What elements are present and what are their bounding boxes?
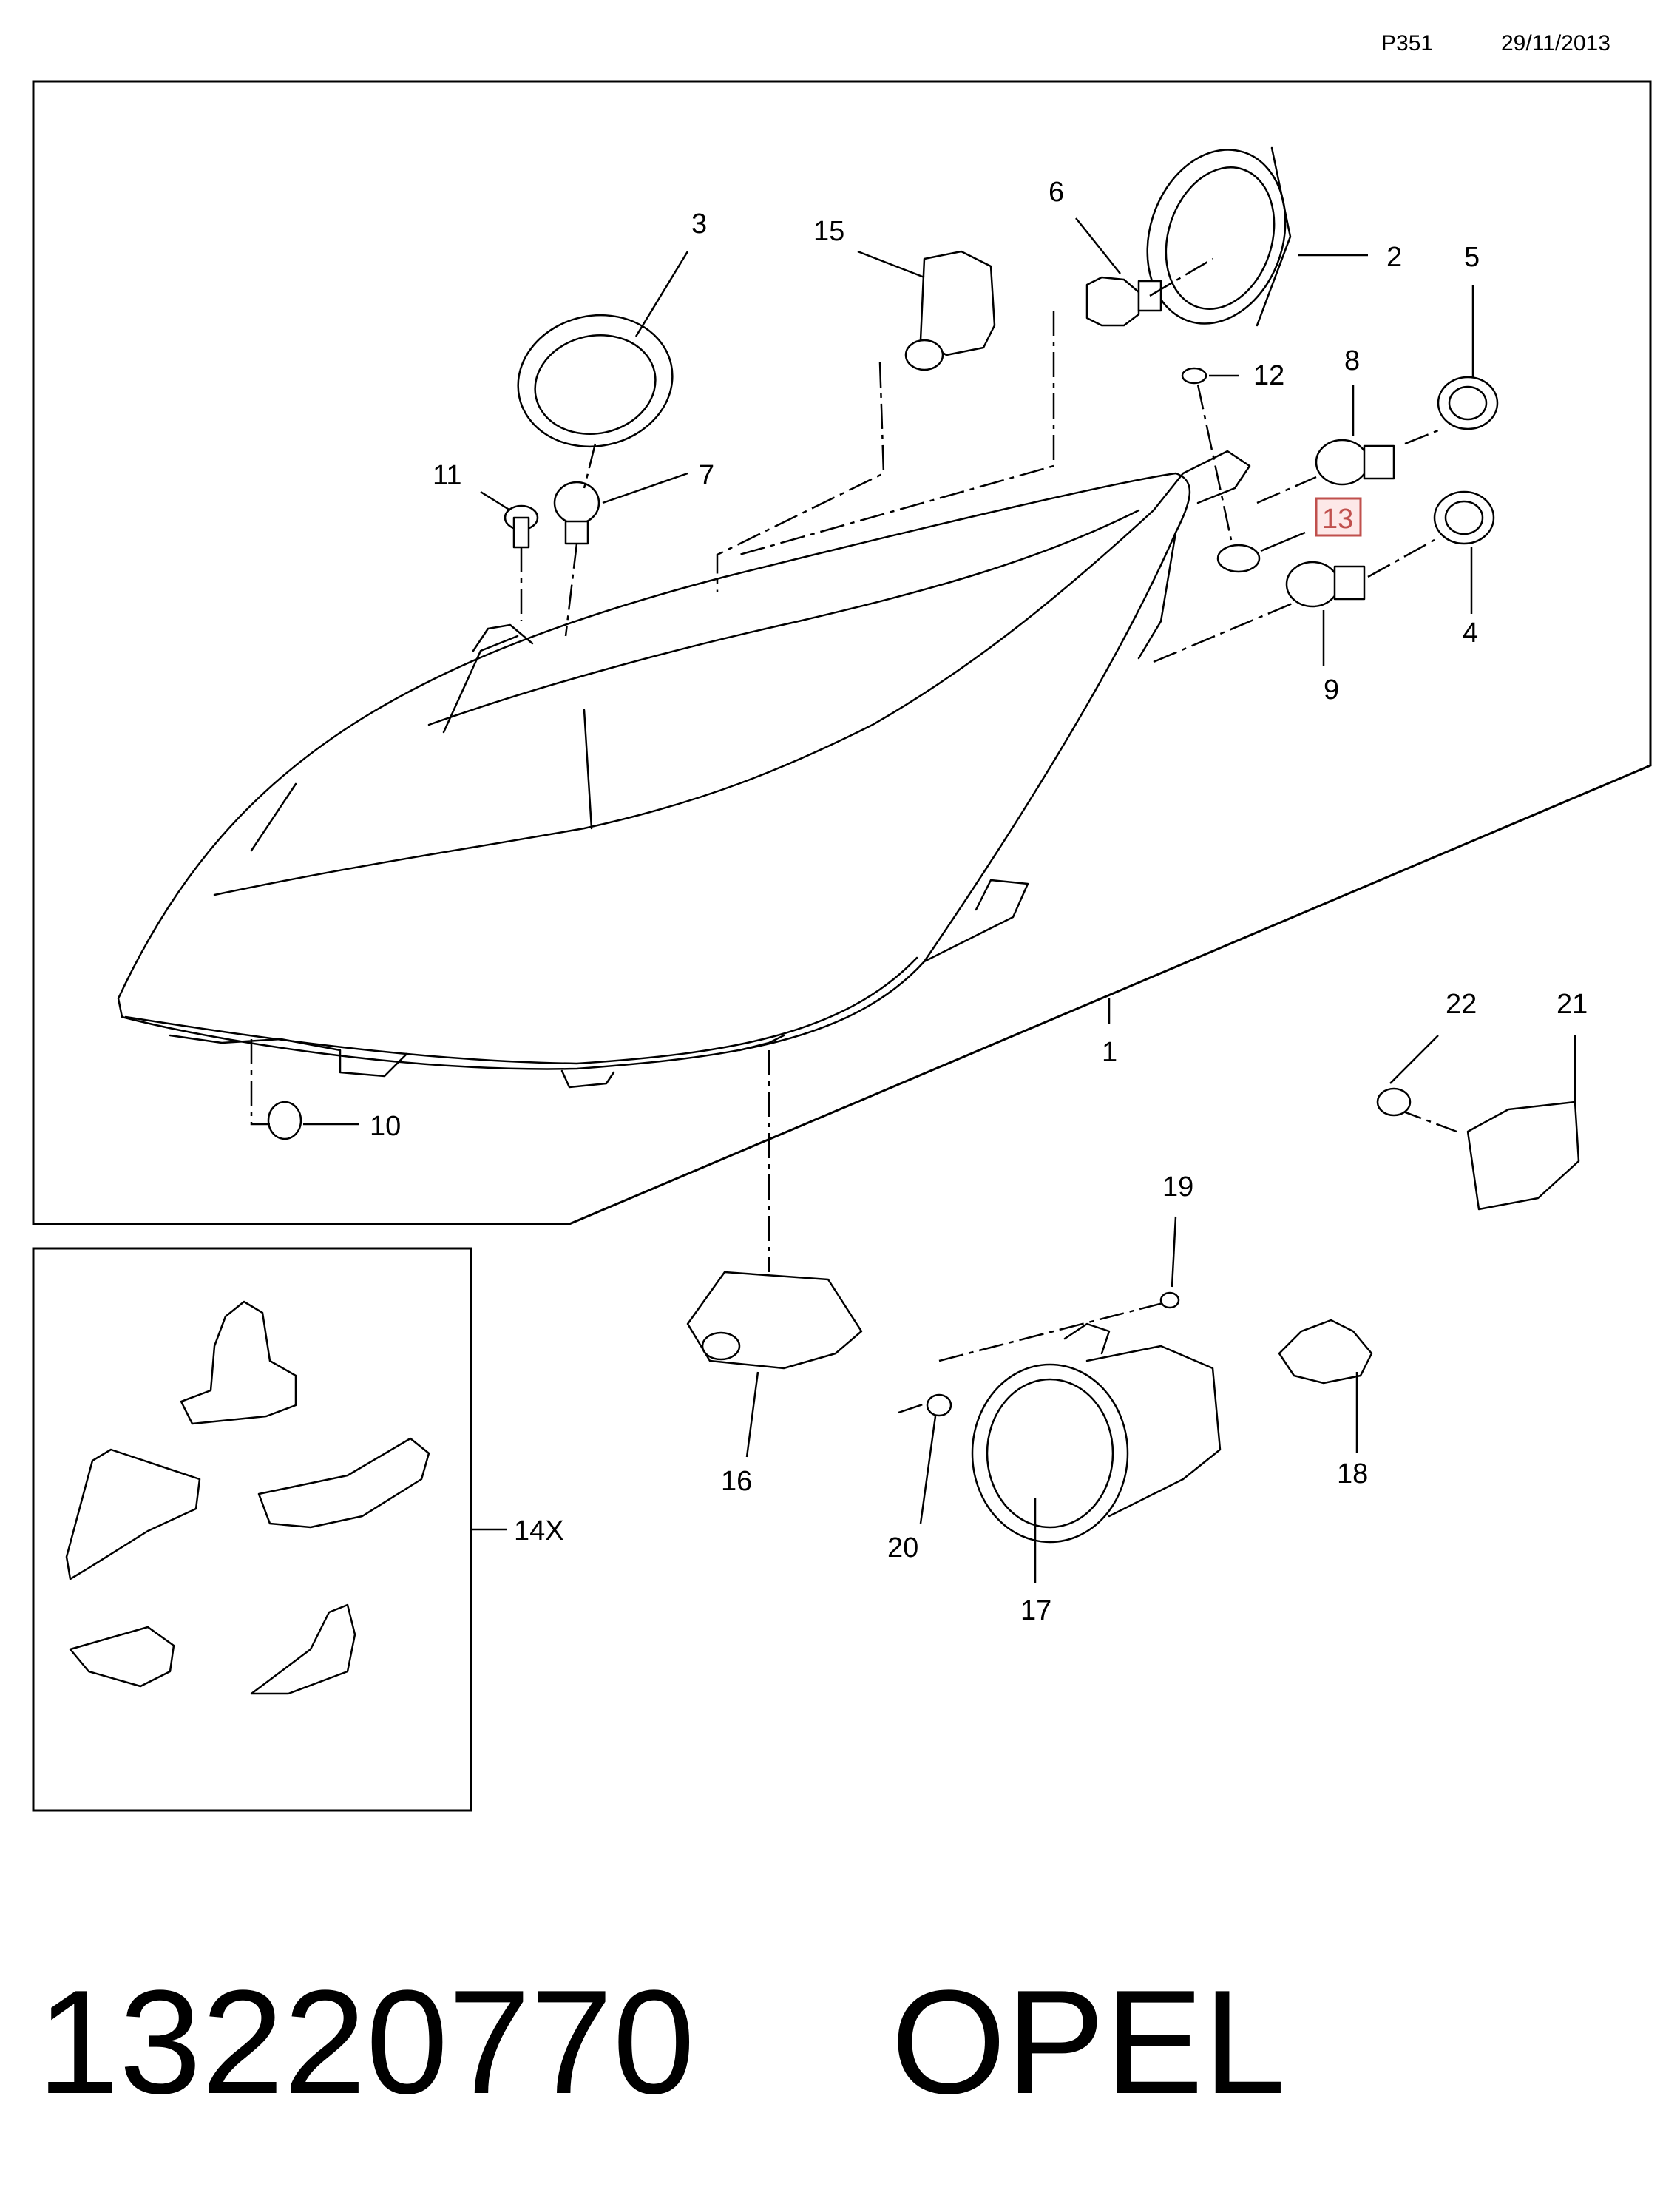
inset-frame [32,1247,472,1812]
bulb-7 [553,481,600,545]
callout-14: 14X [514,1515,564,1546]
callout-1: 1 [1102,1037,1117,1068]
callout-13: 13 [1322,504,1353,535]
callout-16: 16 [721,1466,752,1497]
callout-15: 15 [813,216,844,247]
fog-lamp-17 [971,1322,1222,1544]
headlamp-housing [117,450,1251,1089]
screw-19 [1159,1291,1180,1309]
bulb-9 [1285,561,1366,608]
side-marker-21 [1466,1100,1580,1211]
callout-19: 19 [1162,1172,1193,1203]
bulb-6 [1085,276,1162,327]
actuator-16 [686,1271,863,1370]
brackets-14x [65,1300,430,1695]
bulb-22 [1376,1087,1412,1117]
callout-2: 2 [1386,242,1402,273]
callout-5: 5 [1464,242,1480,273]
screw-11 [504,504,539,549]
clip-10 [267,1100,302,1140]
bulb-ring-2 [1146,146,1292,327]
callout-20: 20 [887,1532,918,1563]
callout-10: 10 [370,1111,401,1142]
clip-13 [1216,544,1261,573]
callout-3: 3 [691,209,707,240]
callout-12: 12 [1253,360,1284,391]
callout-17: 17 [1020,1595,1051,1626]
bulb-8 [1315,439,1395,486]
callout-7: 7 [699,460,714,491]
callout-13-highlight [1315,497,1362,537]
part-number: 13220770 [37,1960,695,2125]
bulb-socket-4 [1433,490,1495,545]
callout-9: 9 [1324,674,1339,706]
main-frame [32,80,1652,1225]
page-code: P351 [1381,31,1433,55]
screw-12 [1181,367,1208,385]
callout-4: 4 [1463,618,1478,649]
callout-21: 21 [1557,989,1588,1020]
bulb-ring-3 [517,314,674,448]
brand-name: OPEL [891,1960,1286,2125]
callout-8: 8 [1344,345,1360,376]
assembly-lines [250,257,1457,1414]
page-date: 29/11/2013 [1501,31,1610,55]
leveling-motor-15 [904,250,996,371]
callout-22: 22 [1446,989,1477,1020]
callout-18: 18 [1337,1458,1368,1490]
callout-11: 11 [433,460,461,491]
bulb-socket-5 [1437,376,1499,430]
callout-6: 6 [1049,177,1064,208]
bulb-20 [926,1393,952,1417]
bulb-18 [1278,1319,1373,1384]
